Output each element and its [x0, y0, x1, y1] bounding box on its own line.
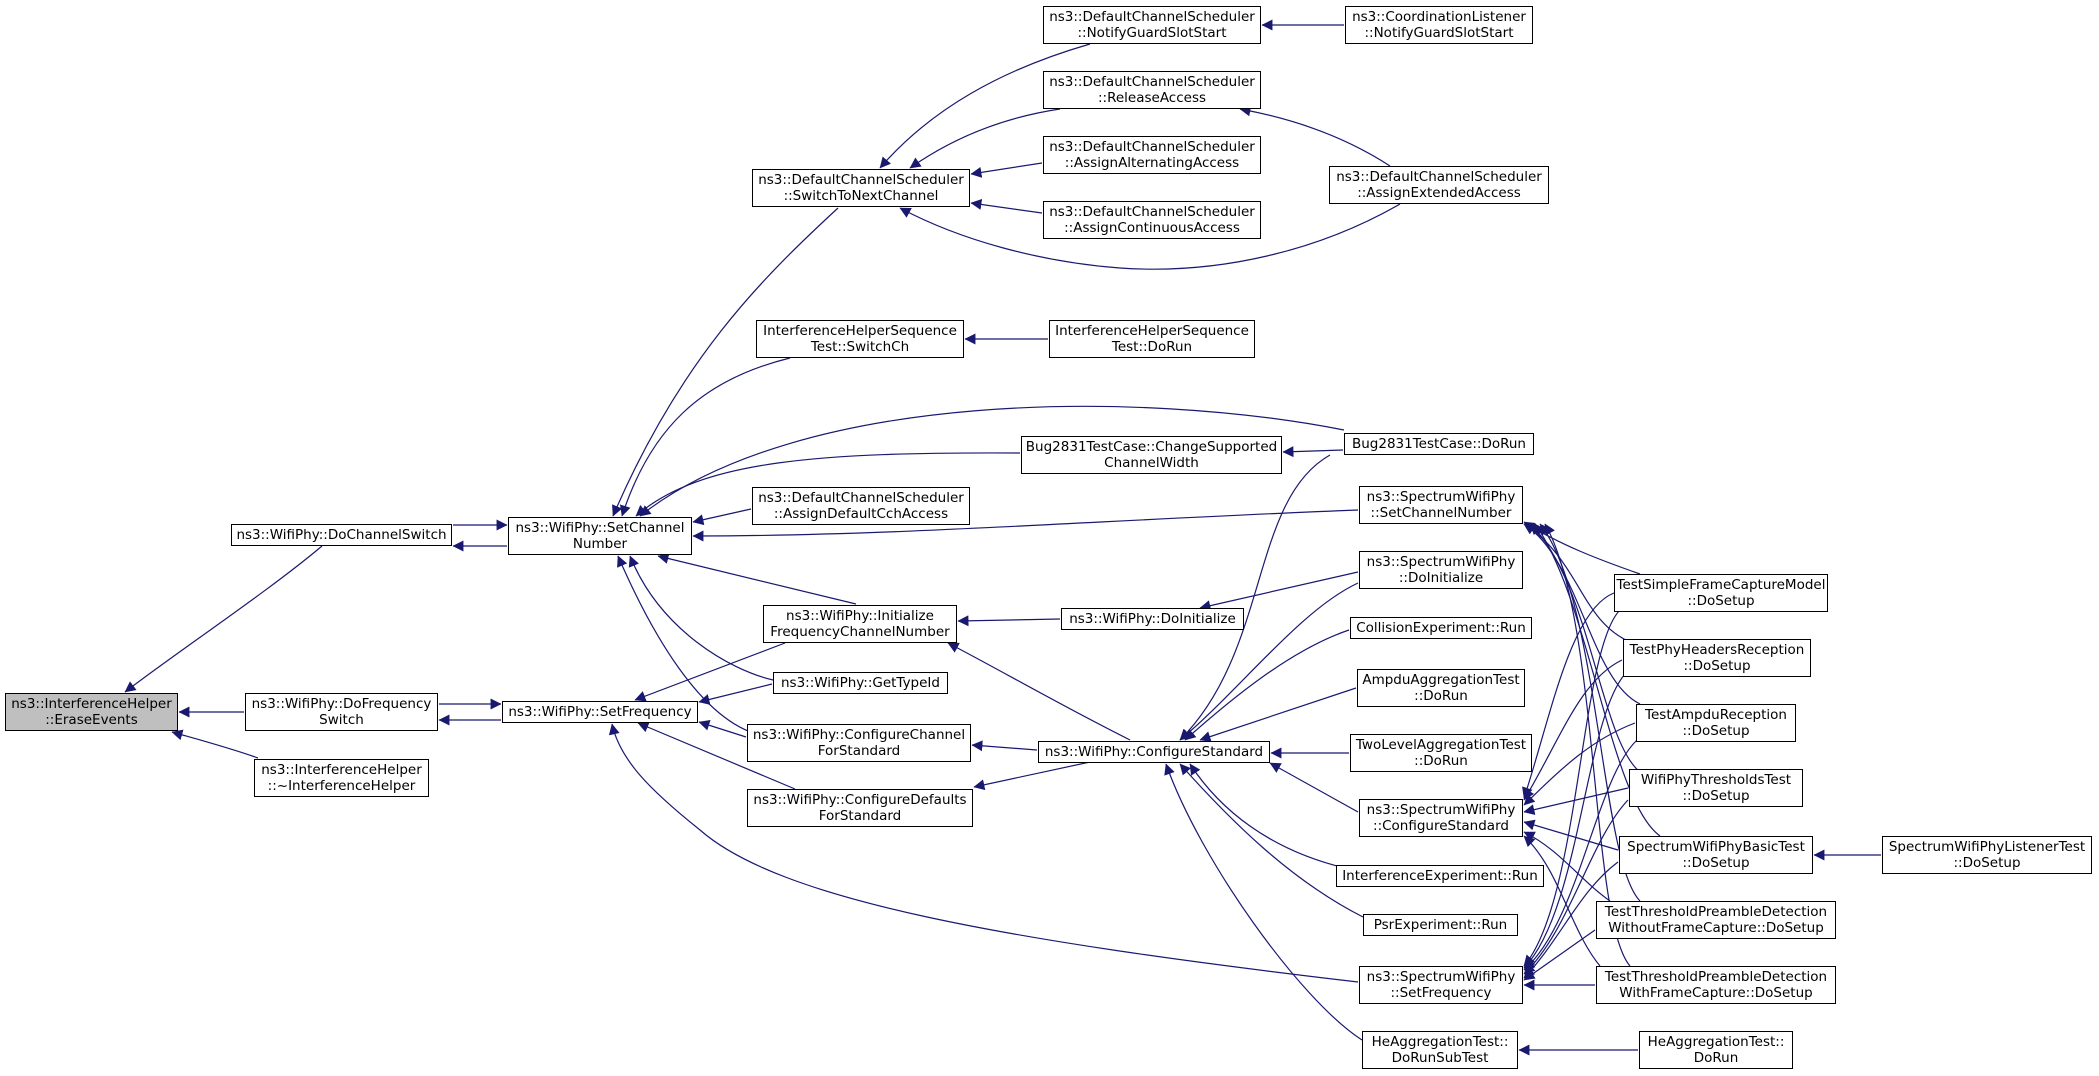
node-set-frequency[interactable]: ns3::WifiPhy::SetFrequency	[502, 701, 698, 723]
edge-cfgdefstd-to-setfreq	[637, 721, 796, 790]
node-wifiphy-do-initialize[interactable]: ns3::WifiPhy::DoInitialize	[1061, 608, 1244, 630]
edge-cfgchstd-to-setch	[617, 555, 761, 736]
edge-cfgstd-to-initfreq	[947, 642, 1131, 741]
edge-gettype-to-setfreq	[698, 683, 773, 705]
edge-bugrun-to-bugchange	[1282, 446, 1344, 458]
edge-psrrun-to-cfgstd	[1179, 763, 1364, 918]
edge-assignext-to-release	[1239, 105, 1391, 167]
node-bug2831-dorun[interactable]: Bug2831TestCase::DoRun	[1344, 433, 1534, 455]
node-do-channel-switch[interactable]: ns3::WifiPhy::DoChannelSwitch	[231, 524, 452, 546]
edge-preamblewo-to-sswsetfreq	[1523, 929, 1596, 981]
edge-headersrx-to-sswcfgstd	[1523, 659, 1623, 801]
edge-sswdoinit-to-doinit	[1199, 571, 1359, 612]
edge-ihstsw-to-setch	[620, 357, 791, 517]
edge-ampduagg-to-cfgstd	[1199, 687, 1357, 742]
edge-notifyguard-to-switchnext	[879, 43, 1091, 169]
edge-preamblew-to-sswcfgstd	[1523, 835, 1601, 967]
edge-switchnext-to-setch	[612, 207, 839, 517]
edge-collrun-to-cfgstd	[1184, 629, 1350, 741]
node-interference-helper-destructor[interactable]: ns3::InterferenceHelper::~InterferenceHe…	[254, 759, 429, 797]
node-assign-continuous-access[interactable]: ns3::DefaultChannelScheduler::AssignCont…	[1043, 201, 1261, 239]
node-assign-extended-access[interactable]: ns3::DefaultChannelScheduler::AssignExte…	[1329, 166, 1549, 204]
edge-simplecap-to-sswsetfreq	[1523, 609, 1621, 967]
node-he-aggregation-dorun[interactable]: HeAggregationTest::DoRun	[1639, 1031, 1793, 1069]
edge-bugrun-to-setch	[639, 405, 1345, 517]
node-get-type-id[interactable]: ns3::WifiPhy::GetTypeId	[773, 672, 948, 694]
edge-cfgstd-to-cfgchstd	[971, 740, 1038, 752]
edge-doinit-to-initfreq	[957, 615, 1061, 627]
node-spectrum-configure-standard[interactable]: ns3::SpectrumWifiPhy::ConfigureStandard	[1359, 799, 1523, 837]
node-switch-to-next-channel[interactable]: ns3::DefaultChannelScheduler::SwitchToNe…	[752, 169, 970, 207]
edge-headersrx-to-sswsetfreq	[1523, 673, 1626, 969]
edge-basic-to-sswsetch	[1534, 523, 1661, 837]
node-two-level-aggregation-test[interactable]: TwoLevelAggregationTest::DoRun	[1350, 734, 1532, 772]
edge-cfgstd-to-cfgdefstd	[973, 761, 1091, 791]
edge-sswsetch-to-setch	[692, 509, 1359, 542]
edge-assignext-to-switchnext	[899, 203, 1401, 270]
edge-assignalt-to-switchnext	[970, 162, 1043, 178]
edge-interfrun-to-cfgstd	[1189, 763, 1346, 869]
node-spectrum-do-initialize[interactable]: ns3::SpectrumWifiPhy::DoInitialize	[1359, 551, 1523, 589]
node-ampdu-aggregation-test[interactable]: AmpduAggregationTest::DoRun	[1357, 669, 1525, 707]
node-psr-experiment-run[interactable]: PsrExperiment::Run	[1363, 914, 1518, 936]
edge-gettype-to-setch	[628, 555, 774, 681]
node-test-ampdu-reception[interactable]: TestAmpduReception::DoSetup	[1636, 704, 1796, 742]
edge-release-to-switchnext	[909, 108, 1061, 169]
edge-assigncont-to-switchnext	[970, 199, 1043, 214]
node-interference-experiment-run[interactable]: InterferenceExperiment::Run	[1336, 865, 1544, 887]
node-spectrum-wifi-phy-listener-test[interactable]: SpectrumWifiPhyListenerTest::DoSetup	[1882, 836, 2092, 874]
node-assign-default-cch-access[interactable]: ns3::DefaultChannelScheduler::AssignDefa…	[752, 487, 970, 525]
node-test-simple-frame-capture[interactable]: TestSimpleFrameCaptureModel::DoSetup	[1614, 574, 1828, 612]
edge-basic-to-sswsetfreq	[1523, 861, 1619, 979]
node-coordination-listener-notify[interactable]: ns3::CoordinationListener::NotifyGuardSl…	[1345, 6, 1533, 44]
edge-ampdurx-to-sswsetch	[1523, 523, 1641, 705]
edge-basic-to-sswcfgstd	[1523, 819, 1619, 851]
node-assign-alternating-access[interactable]: ns3::DefaultChannelScheduler::AssignAlte…	[1043, 136, 1261, 174]
edge-assigndef-to-setch	[692, 508, 752, 526]
edge-cfgchstd-to-setfreq	[698, 719, 747, 738]
edge-thresh-to-sswcfgstd	[1523, 787, 1629, 816]
node-spectrum-wifi-phy-basic-test[interactable]: SpectrumWifiPhyBasicTest::DoSetup	[1619, 836, 1813, 874]
node-wifi-phy-thresholds-test[interactable]: WifiPhyThresholdsTest::DoSetup	[1629, 769, 1803, 807]
node-spectrum-set-channel-number[interactable]: ns3::SpectrumWifiPhy::SetChannelNumber	[1359, 486, 1523, 524]
edge-sswcfgstd-to-cfgstd	[1269, 762, 1359, 813]
edge-ampdurx-to-sswsetfreq	[1523, 739, 1638, 971]
edge-dtor-to-erase	[171, 729, 259, 759]
node-test-phy-headers-reception[interactable]: TestPhyHeadersReception::DoSetup	[1623, 639, 1811, 677]
node-release-access[interactable]: ns3::DefaultChannelScheduler::ReleaseAcc…	[1043, 71, 1261, 109]
edge-bugchange-to-setch	[635, 452, 1021, 517]
node-spectrum-set-frequency[interactable]: ns3::SpectrumWifiPhy::SetFrequency	[1359, 966, 1523, 1004]
edge-sswsetfreq-to-setfreq	[608, 723, 1359, 983]
edge-initfreq-to-setch	[657, 553, 857, 605]
node-he-aggregation-run-subtest[interactable]: HeAggregationTest::DoRunSubTest	[1362, 1031, 1518, 1069]
node-notify-guard-slot-start[interactable]: ns3::DefaultChannelScheduler::NotifyGuar…	[1043, 6, 1261, 44]
edge-initfreq-to-setfreq	[634, 642, 786, 702]
edge-hesub-to-cfgstd	[1164, 763, 1363, 1041]
edge-dochsw-to-erase	[124, 545, 323, 693]
edge-sswdoinit-to-cfgstd	[1179, 582, 1359, 741]
node-erase-events: ns3::InterferenceHelper::EraseEvents	[5, 693, 178, 731]
node-collision-experiment-run[interactable]: CollisionExperiment::Run	[1350, 617, 1532, 639]
edge-thresh-to-sswsetfreq	[1523, 799, 1629, 975]
edge-simplecap-to-sswcfgstd	[1522, 592, 1615, 799]
edge-ampdurx-to-sswcfgstd	[1523, 722, 1636, 806]
node-wifiphy-configure-standard[interactable]: ns3::WifiPhy::ConfigureStandard	[1038, 741, 1270, 763]
edge-simplecap-to-sswsetch	[1523, 521, 1641, 575]
edge-bugrun-to-cfgstd	[1179, 454, 1331, 741]
